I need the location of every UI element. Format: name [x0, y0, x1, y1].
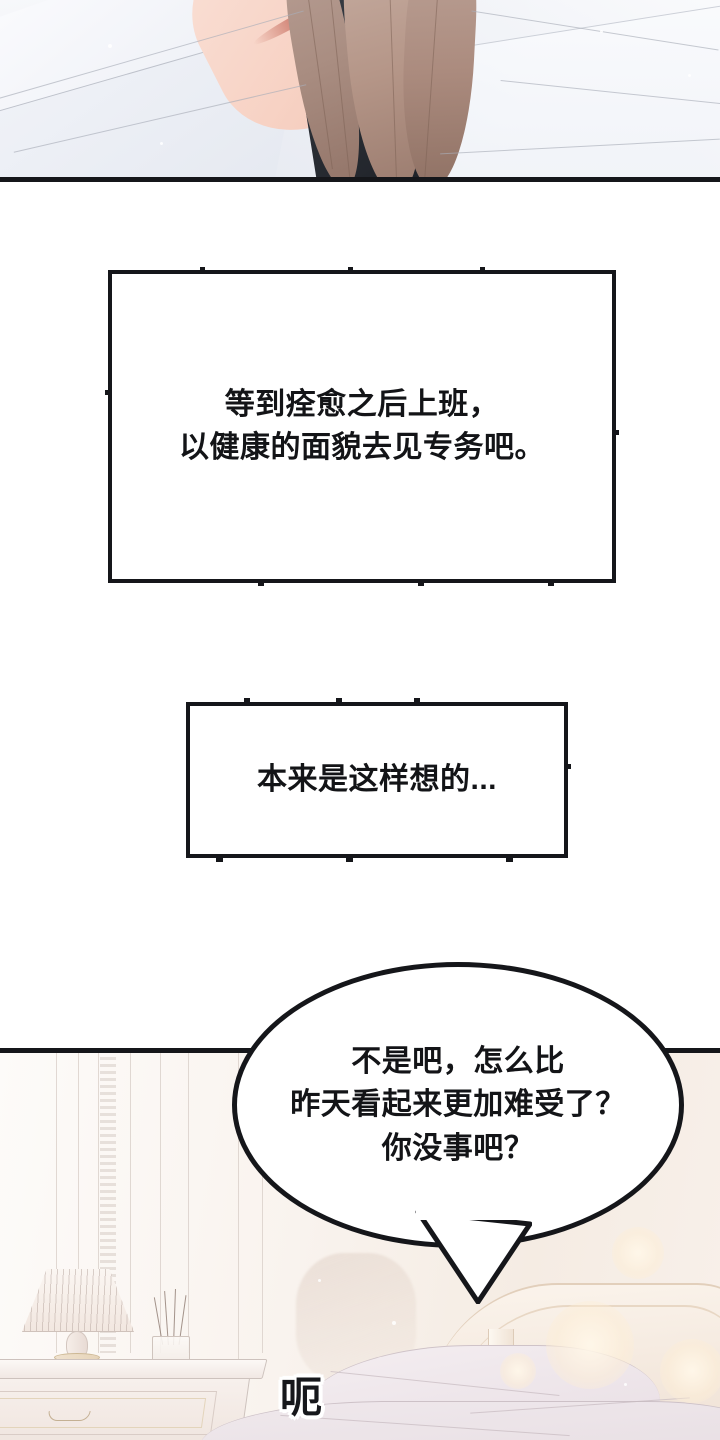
nightstand-drawer-pull [47, 1411, 91, 1421]
box1-jag-top-c [480, 267, 485, 274]
curtain-fold-4 [130, 1053, 131, 1353]
box1-jag-left-a [105, 390, 112, 395]
speech-bubble-1: 不是吧，怎么比 昨天看起来更加难受了？ 你没事吧？ [232, 962, 684, 1304]
box2-edge-left [186, 702, 190, 858]
bokeh-light-2 [612, 1227, 664, 1279]
bokeh-light-4 [500, 1353, 536, 1389]
bokeh-light-3 [660, 1339, 720, 1403]
box1-edge-left [108, 270, 112, 583]
sfx-text-1: 呃 [280, 1374, 324, 1421]
narration-box-2: 本来是这样想的... [186, 698, 571, 862]
box1-jag-right-a [612, 430, 619, 435]
narration-box-1-text: 等到痊愈之后上班， 以健康的面貌去见专务吧。 [179, 387, 545, 464]
wall-panel-line-1 [238, 1053, 239, 1373]
box1-edge-top [108, 270, 616, 274]
wall-panel-line-2 [262, 1053, 263, 1353]
sparkle-4 [600, 30, 603, 33]
speech-bubble-tail [415, 1194, 532, 1304]
box1-edge-bottom [108, 579, 616, 583]
box2-jag-top-a [244, 698, 250, 706]
box1-jag-bottom-b [418, 579, 424, 586]
curtain-fold-2 [78, 1053, 79, 1343]
narration-box-1: 等到痊愈之后上班， 以健康的面貌去见专务吧。 [105, 267, 619, 586]
box2-jag-right-a [564, 764, 571, 769]
panel-bottom-illustration [0, 1048, 720, 1440]
bottom-sparkle-1 [392, 1321, 396, 1325]
nightstand-drawer-inlay [0, 1398, 207, 1428]
box2-jag-bottom-c [506, 854, 513, 862]
bokeh-light-1 [546, 1301, 634, 1389]
box2-jag-top-c [414, 698, 420, 706]
curtain-fold-3 [98, 1053, 99, 1353]
sparkle-2 [160, 142, 163, 145]
sparkle-3 [688, 74, 691, 77]
bed-sheet [200, 1401, 720, 1440]
box1-jag-bottom-a [258, 579, 264, 586]
box2-jag-top-b [336, 698, 342, 706]
speech-bubble-1-text: 不是吧，怎么比 昨天看起来更加难受了？ 你没事吧？ [290, 1044, 626, 1165]
curtain-fold-1 [56, 1053, 57, 1353]
narration-box-2-text: 本来是这样想的... [256, 762, 497, 796]
box2-jag-bottom-b [346, 854, 353, 862]
nightstand-top-surface [0, 1359, 268, 1379]
box1-jag-top-a [200, 267, 205, 274]
panel-top-illustration [0, 0, 720, 182]
box1-jag-bottom-c [548, 579, 554, 586]
box1-edge-right [612, 270, 616, 583]
curtain-fold-6 [188, 1053, 189, 1353]
bottom-sparkle-3 [624, 1383, 627, 1386]
sparkle-1 [108, 44, 112, 48]
bottom-sparkle-2 [318, 1279, 321, 1282]
box2-jag-bottom-a [216, 854, 223, 862]
box1-jag-top-b [348, 267, 353, 274]
curtain-fold-5 [160, 1053, 161, 1353]
box2-edge-bottom [186, 854, 568, 858]
box2-edge-right [564, 702, 568, 858]
box2-edge-top [186, 702, 568, 706]
